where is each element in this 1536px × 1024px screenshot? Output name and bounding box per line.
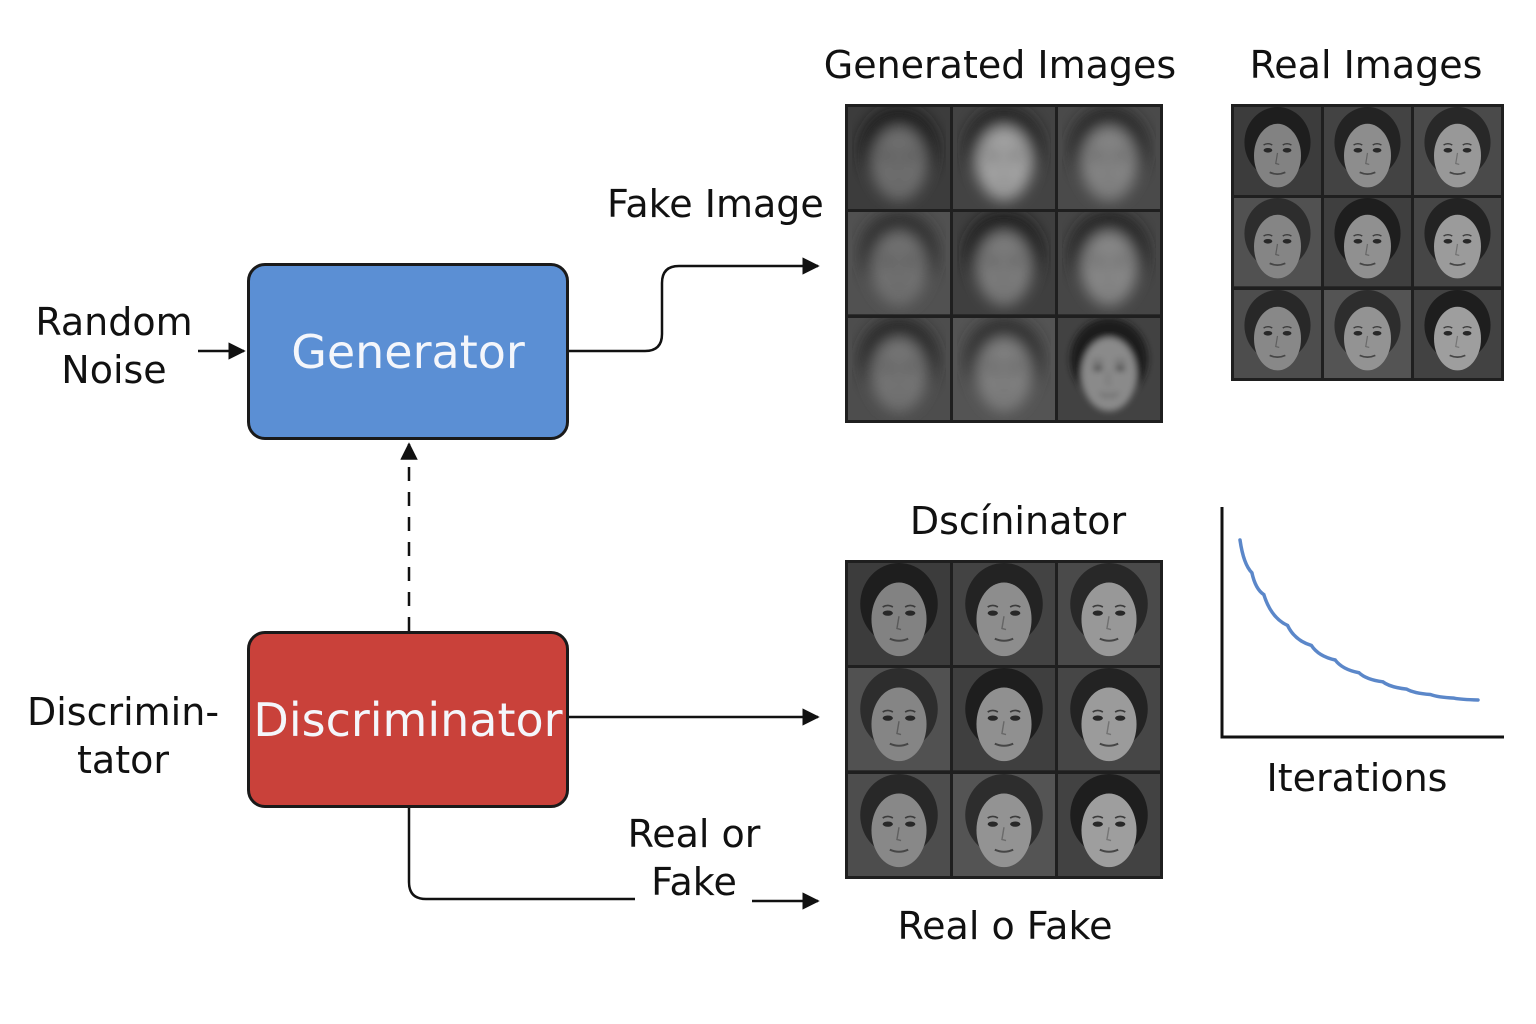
real-image-thumbnail [1324,107,1411,196]
real-image-thumbnail [1324,198,1411,287]
discriminator-image-thumbnail [848,563,950,666]
generated-images-grid [845,104,1163,423]
random-noise-label: Random Noise [28,298,200,394]
discriminator-image-thumbnail [953,563,1055,666]
fake-image-label: Fake Image [607,182,824,226]
generated-image-thumbnail [953,107,1055,210]
real-image-thumbnail [1324,289,1411,378]
real-or-fake-line-1: Real or [627,812,761,856]
real-images-grid [1231,104,1504,381]
discriminator-image-thumbnail [953,668,1055,771]
generated-image-thumbnail [953,317,1055,420]
discriminator-image-thumbnail [953,773,1055,876]
random-noise-line-1: Random [35,300,193,344]
discriminator-image-thumbnail [1058,668,1160,771]
generated-image-thumbnail [953,212,1055,315]
discriminator-box[interactable]: Discriminator [247,631,569,808]
discriminator-side-line-1: Discrimin- [26,690,220,734]
real-image-thumbnail [1234,107,1321,196]
generated-image-thumbnail [848,212,950,315]
generated-images-title: Generated Images [823,43,1177,87]
generator-box[interactable]: Generator [247,263,569,440]
discriminator-image-thumbnail [1058,773,1160,876]
generated-image-thumbnail [1058,212,1160,315]
real-image-thumbnail [1414,198,1501,287]
chart-axes [1220,507,1504,739]
discriminator-image-thumbnail [848,773,950,876]
real-images-title: Real Images [1249,43,1483,87]
real-image-thumbnail [1234,289,1321,378]
iterations-label: Iterations [1266,756,1448,800]
generated-image-thumbnail [848,107,950,210]
real-o-fake-label: Real o Fake [897,904,1113,948]
loss-chart [1220,507,1504,739]
real-image-thumbnail [1234,198,1321,287]
real-image-thumbnail [1414,107,1501,196]
real-image-thumbnail [1414,289,1501,378]
discriminator-label: Discriminator [253,692,563,747]
real-or-fake-line-2: Fake [651,860,737,904]
random-noise-line-2: Noise [61,348,167,392]
discriminator-images-grid [845,560,1163,879]
discriminator-side-label: Discrimin- tator [18,688,228,784]
real-or-fake-path [407,808,635,901]
discriminator-grid-title: Dscíninator [909,499,1127,543]
loss-curve [1238,538,1480,702]
discriminator-side-line-2: tator [77,738,169,782]
real-or-fake-label: Real or Fake [615,810,773,906]
generator-label: Generator [291,324,525,379]
generated-image-thumbnail [1058,107,1160,210]
generator-to-images-arrow [569,257,820,353]
discriminator-image-thumbnail [848,668,950,771]
generated-image-thumbnail [848,317,950,420]
discriminator-image-thumbnail [1058,563,1160,666]
generated-image-thumbnail [1058,317,1160,420]
